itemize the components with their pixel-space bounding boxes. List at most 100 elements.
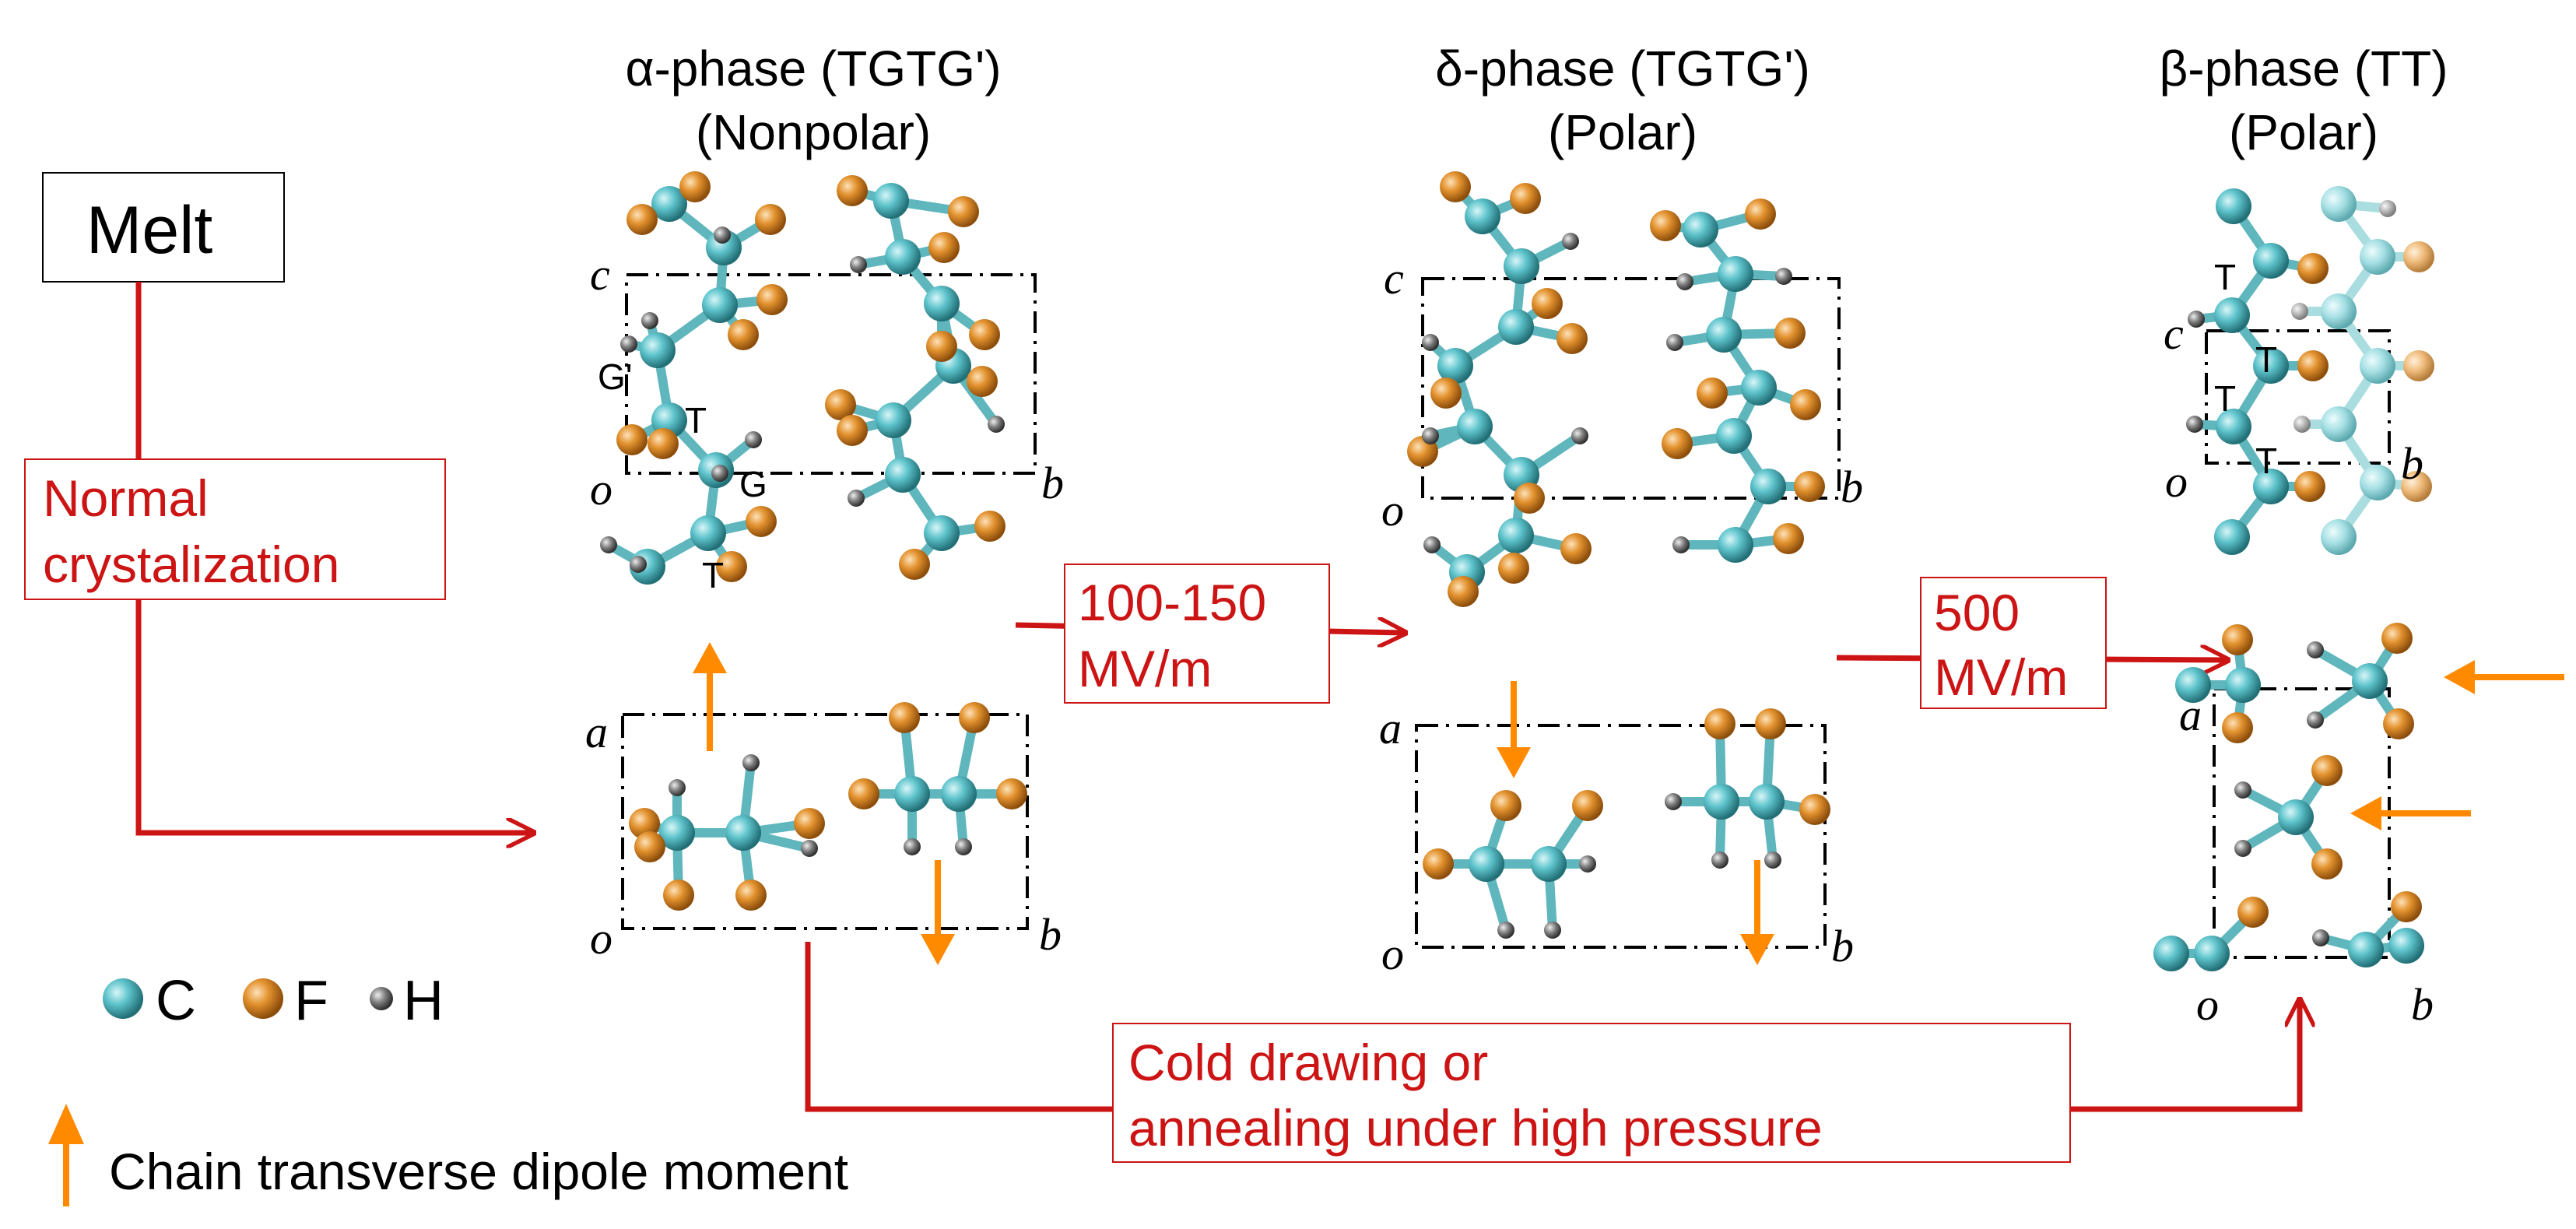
carbon-atom — [2321, 519, 2357, 555]
normal-crystalization-line2: crystalization — [43, 535, 339, 593]
fluorine-atom — [755, 204, 786, 235]
fluorine-atom — [1556, 323, 1588, 354]
fluorine-atom — [1423, 848, 1454, 880]
beta-side-axis-c: c — [2164, 308, 2184, 359]
carbon-atom — [1704, 784, 1739, 820]
field-500-box — [1920, 577, 2107, 709]
hydrogen-atom — [848, 490, 865, 507]
field-500-line1: 500 — [1934, 584, 2020, 641]
fluorine-atom — [1430, 377, 1462, 409]
fluorine-atom — [1490, 790, 1521, 821]
carbon-atom — [2153, 936, 2189, 971]
hydrogen-atom — [2307, 711, 2324, 729]
delta-side-chain-2 — [1650, 198, 1825, 563]
fluorine-atom — [1510, 183, 1541, 214]
carbon-atom — [1498, 518, 1534, 553]
fluorine-atom — [2403, 241, 2434, 272]
fluorine-atom — [626, 204, 658, 235]
carbon-atom — [2348, 932, 2384, 967]
hydrogen-atom — [1423, 536, 1441, 553]
carbon-atom — [1437, 348, 1473, 384]
hydrogen-atom — [641, 312, 658, 329]
fluorine-atom — [648, 428, 679, 459]
fluorine-atom — [948, 196, 979, 227]
fluorine-atom — [1514, 483, 1545, 514]
carbon-atom — [1683, 212, 1718, 248]
carbon-atom — [1504, 248, 1539, 284]
hydrogen-atom — [600, 536, 617, 553]
alpha-phase-subtitle: (Nonpolar) — [696, 104, 931, 160]
fluorine-atom — [2237, 897, 2269, 928]
fluorine-atom — [634, 831, 665, 862]
beta-top-axis-o: o — [2196, 979, 2219, 1030]
delta-dipole-down-1 — [1497, 681, 1531, 778]
delta-top-unit-cell — [1415, 724, 1827, 949]
legend-carbon-label: C — [156, 970, 196, 1032]
hydrogen-atom — [1665, 793, 1682, 810]
delta-top-axis-b: b — [1831, 921, 1854, 971]
field-100-150-line1: 100-150 — [1078, 574, 1266, 631]
dipole-arrows — [693, 642, 2564, 965]
legend-hydrogen-label: H — [403, 970, 444, 1032]
beta-conformation-t2: T — [2255, 339, 2277, 380]
fluorine-atom — [616, 424, 648, 455]
carbon-atom — [2253, 243, 2289, 279]
carbon-atom — [1716, 418, 1752, 454]
carbon-atom — [659, 815, 695, 851]
dipole-legend-arrowhead — [48, 1104, 84, 1144]
hydrogen-atom — [988, 416, 1005, 433]
beta-top-axis-a: a — [2179, 690, 2202, 740]
fluorine-atom — [967, 366, 998, 397]
beta-conformation-t1: T — [2214, 257, 2236, 297]
fluorine-atom — [974, 511, 1005, 542]
dipole-arrowhead — [2444, 660, 2475, 694]
fluorine-atom — [2222, 624, 2253, 655]
carbon-atom — [1718, 256, 1753, 292]
carbon-atom — [2321, 293, 2357, 329]
fluorine-atom — [889, 702, 920, 733]
beta-side-axis-o: o — [2165, 456, 2188, 507]
fluorine-atom — [1794, 471, 1825, 502]
hydrogen-atom — [2307, 641, 2324, 658]
melt-box — [42, 172, 285, 283]
carbon-atom — [2360, 465, 2395, 500]
beta-top-unit-4 — [2153, 897, 2269, 971]
carbon-atom — [2253, 469, 2289, 504]
carbon-atom — [1498, 309, 1534, 345]
fluorine-atom — [1790, 389, 1821, 420]
fluorine-atom — [716, 551, 747, 582]
dipole-arrowhead — [2350, 796, 2381, 830]
fluorine-atom — [1799, 794, 1830, 825]
alpha-side-chain-1 — [600, 171, 788, 585]
hydrogen-atom — [742, 754, 760, 771]
normal-crystalization-line1: Normal — [43, 469, 209, 527]
carbon-atom — [2253, 348, 2289, 384]
fluorine-atom — [1498, 553, 1529, 584]
fluorine-atom — [2297, 350, 2329, 381]
fluorine-atom — [1697, 377, 1728, 409]
hydrogen-atom — [2186, 416, 2203, 433]
hydrogen-atom — [2188, 311, 2205, 328]
fluorine-atom — [794, 808, 825, 839]
carbon-atom — [941, 776, 977, 812]
fluorine-atom — [2401, 471, 2432, 502]
alpha-phase-title: α-phase (TGTG') — [625, 40, 1001, 97]
delta-side-axis-o: o — [1381, 485, 1404, 535]
hydrogen-atom — [745, 431, 762, 448]
carbon-atom — [1465, 198, 1500, 234]
beta-dipole-left-2 — [2350, 796, 2471, 830]
cold-drawing-line2: annealing under high pressure — [1128, 1099, 1823, 1157]
alpha-conformation-g: G — [739, 464, 767, 504]
molecule-models — [600, 171, 2434, 971]
alpha-side-unit-cell — [625, 273, 1037, 475]
hydrogen-atom — [801, 840, 818, 857]
delta-phase-subtitle: (Polar) — [1548, 104, 1697, 160]
hydrogen-atom — [1711, 852, 1728, 869]
fluorine-atom — [756, 284, 788, 315]
dipole-arrowhead — [921, 934, 955, 965]
carbon-atom — [2225, 667, 2261, 703]
hydrogen-atom — [1579, 855, 1596, 873]
beta-conformation-t4: T — [2255, 441, 2277, 481]
fluorine-atom — [2222, 712, 2253, 743]
